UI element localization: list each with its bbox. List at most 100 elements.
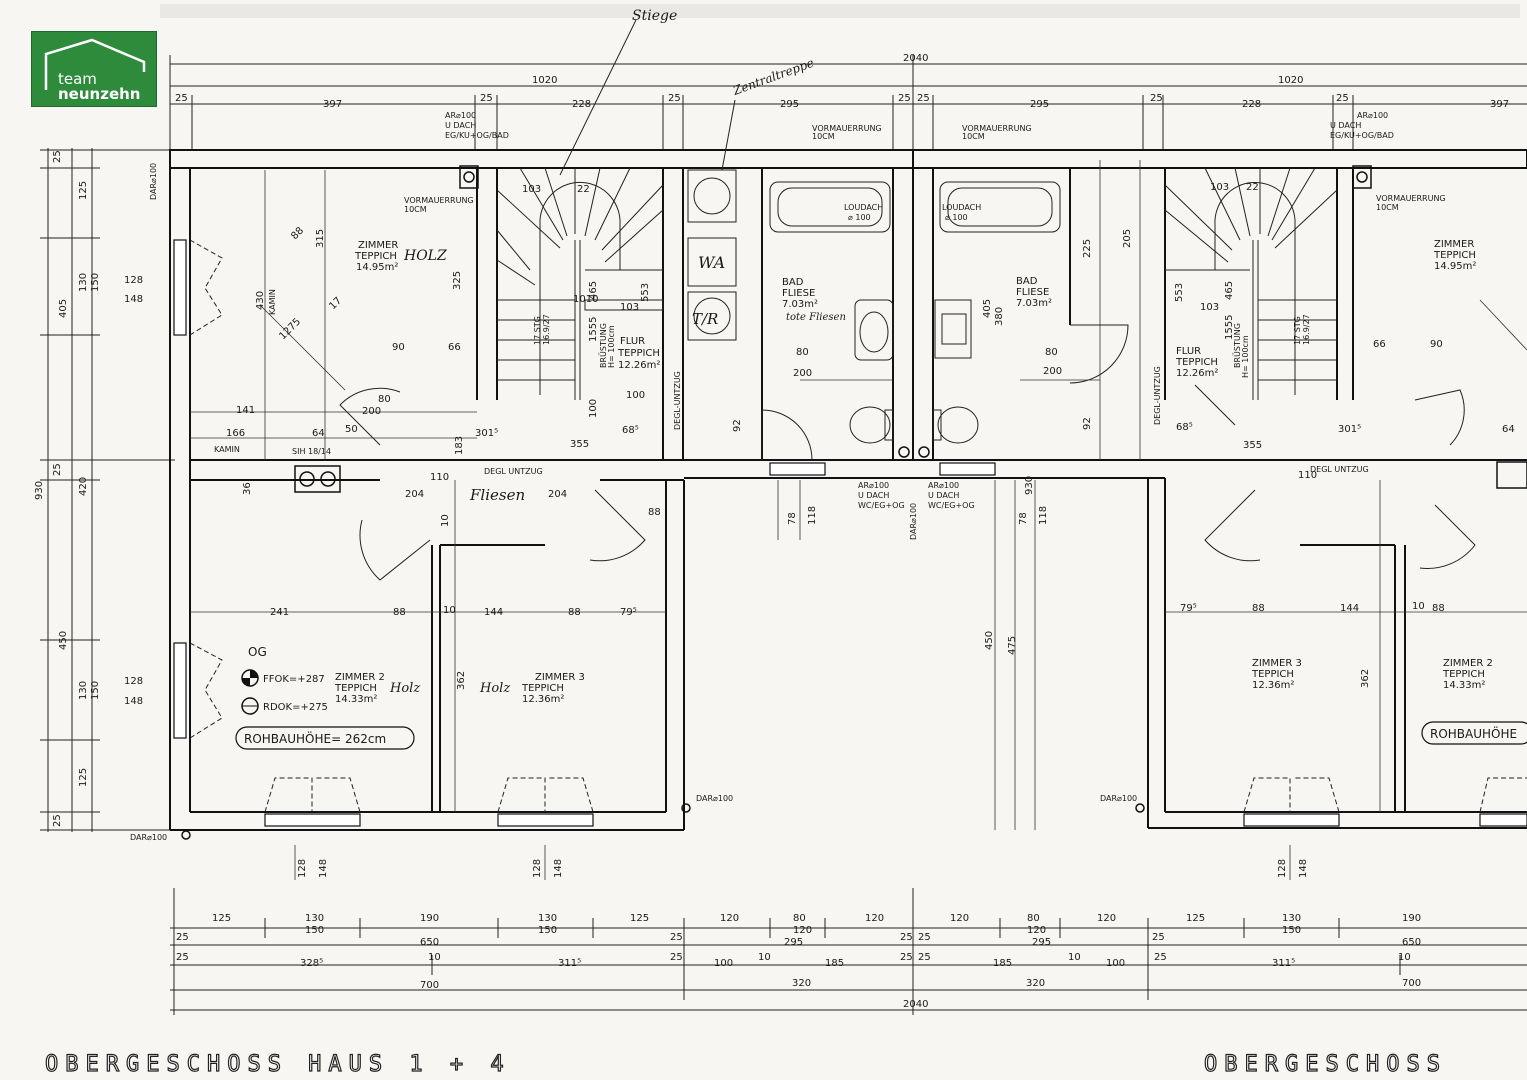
hand-stiege: Stiege [632,8,677,24]
dim-bottom-r4-2: 320 [1026,978,1045,989]
dim-68a: 68⁵ [622,425,639,436]
dim-top-half-left: 1020 [532,75,557,86]
degl-label-right: DEGL-UNTZUG [1153,366,1162,425]
dim-bottom-r1-8: 120 [950,913,969,924]
dar100-label-bm: DAR⌀100 [696,794,733,803]
room-name: ZIMMER [358,240,398,251]
room-bad-left: BAD FLIESE 7.03m² tote Fliesen [782,277,846,323]
dim-bottom-r3-11: 10 [1068,952,1081,963]
room-zimmer2-right: ZIMMER 2 TEPPICH 14.33m² [1442,658,1493,691]
room-floor: TEPPICH [521,683,564,694]
dim-top-5: 295 [780,99,799,110]
vormauerung-sub-1: 10CM [404,205,427,214]
dim-bottom-r3-1: 328⁵ [300,958,323,969]
dim-92b: 92 [732,419,743,432]
dim-bottom-r1-11: 125 [1186,913,1205,924]
dim-left-7: 420 [78,477,89,496]
room-zimmer3-right: ZIMMER 3 TEPPICH 12.36m² [1251,658,1302,691]
top-dimension-lines [169,55,1527,150]
room-floor: TEPPICH [1442,669,1485,680]
dim-left-12: 25 [52,814,63,827]
dim-64b: 64 [1502,424,1515,435]
dim-bottom-win-148b: 148 [553,859,564,878]
dim-bottom-r1b-4: 150 [1282,925,1301,936]
room-note-handwritten: Holz [389,681,420,696]
dim-bottom-r3-14: 311⁵ [1272,958,1295,969]
room-area: 7.03m² [782,299,818,310]
dim-bottom-r3-6: 10 [758,952,771,963]
loudach-sub-1: ⌀ 100 [848,213,871,222]
dim-118b: 118 [1038,506,1049,525]
dim-bottom-r1-9: 80 [1027,913,1040,924]
stairs-left [496,167,664,400]
dim-top-4: 25 [668,93,681,104]
logo-text-neunzehn: neunzehn [58,85,141,103]
brustung-label-right: BRÜSTUNG [1232,323,1242,368]
rohbau-frame [235,726,415,750]
dim-301a: 301⁵ [475,428,498,439]
room-floor: TEPPICH [1175,357,1218,368]
stg-label-left: 17 STG [533,316,542,345]
dar100-label-mid: DAR⌀100 [909,503,918,540]
ar100-label-wc2: AR⌀100 [928,481,959,490]
room-name: FLUR [620,336,645,347]
dim-405: 405 [982,299,993,318]
room-area: 14.33m² [1443,680,1485,691]
dim-1010: 1010 [573,294,598,305]
hand-treppe: Zentraltreppe [730,56,815,99]
dim-80a: 80 [378,394,391,405]
scan-shadow [160,4,1520,18]
room-name: ZIMMER 3 [1252,658,1302,669]
dim-left-4: 405 [58,299,69,318]
room-area: 12.26m² [1176,368,1218,379]
dim-top-total: 2040 [903,53,928,64]
dim-bottom-r1-12: 130 [1282,913,1301,924]
dim-103d: 103 [1210,182,1229,193]
room-name: FLUR [1176,346,1201,357]
kamin-label-vertical: KAMIN [268,289,277,315]
sih-label: SIH 18/14 [292,447,331,456]
dim-450: 450 [984,631,995,650]
dim-141: 141 [236,405,255,416]
dar100-label-top: DAR⌀100 [149,163,158,200]
dim-10a: 10 [443,605,456,616]
room-zimmer2-left: ZIMMER 2 TEPPICH 14.33m² Holz [334,672,420,705]
dim-bottom-r1b-2: 120 [793,925,812,936]
interior-dimension-lines [190,160,1527,880]
dim-bottom-r1-1: 130 [305,913,324,924]
dim-bottom-r3-7: 185 [825,958,844,969]
dim-325: 325 [452,271,463,290]
vormauerung-sub-4: 10CM [1376,203,1399,212]
rdok-label: RDOK=+275 [263,702,328,713]
dim-204a: 204 [405,489,424,500]
ar100-label-right: AR⌀100 [1357,111,1388,120]
dim-1555a: 1555 [588,317,599,342]
room-area: 14.95m² [1434,261,1476,272]
logo-roof-icon [44,38,146,90]
dim-bottom-r1b-0: 150 [305,925,324,936]
hand-arrow-stiege [559,19,637,176]
stg-label-right: 17 STG [1293,316,1302,345]
dim-left-window-148b: 148 [124,696,143,707]
room-name: ZIMMER [1434,239,1474,250]
dim-bottom-win-128c: 128 [1277,859,1288,878]
dim-355a: 355 [570,439,589,450]
vormauerung-sub-3: 10CM [962,132,985,141]
dim-bottom-r2-1: 650 [420,937,439,948]
room-name: ZIMMER 3 [535,672,585,683]
loudach-label-1: LOUDACH [844,203,883,212]
room-note-handwritten: HOLZ [403,248,447,264]
ffok-symbol-fill [242,670,258,686]
room-zimmer3-left: ZIMMER 3 TEPPICH 12.36m² Holz [479,672,585,705]
dim-bottom-r2-2: 25 [670,932,683,943]
dim-118a: 118 [807,506,818,525]
dim-bottom-r2-0: 25 [176,932,189,943]
brustung2-label-left: H= 100cm [607,325,616,368]
dim-36: 36 [242,482,253,495]
dar100-label-br: DAR⌀100 [1100,794,1137,803]
vormauerung-label-2: VORMAUERRUNG [812,124,882,133]
dar100-label-bl: DAR⌀100 [130,833,167,842]
dim-22b: 22 [1246,182,1259,193]
dim-top-half-right: 1020 [1278,75,1303,86]
udach-label-left: U DACH [445,121,476,130]
